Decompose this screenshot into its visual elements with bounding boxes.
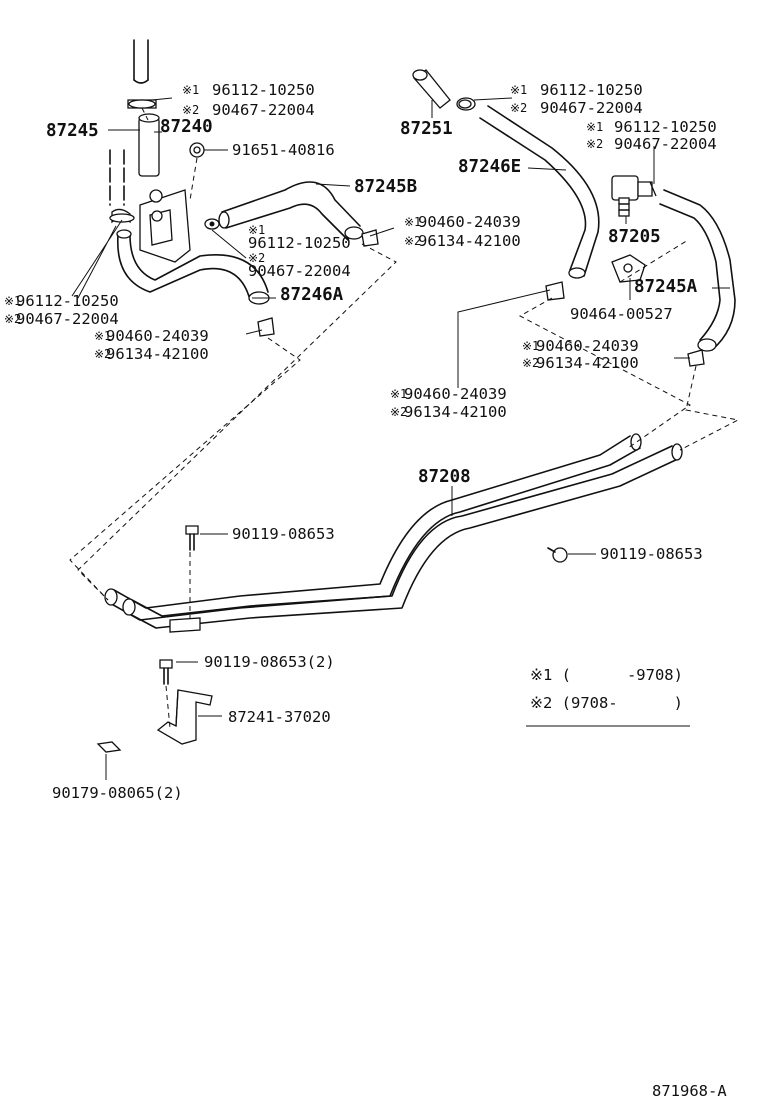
washer-91651 xyxy=(189,142,205,158)
clip-center xyxy=(545,281,565,301)
label-bolt-right: 90119-08653 xyxy=(600,545,703,563)
mark-1: ※1 xyxy=(182,83,199,97)
label-bolt-bracket: 90119-08653(2) xyxy=(204,653,335,671)
label-right-clip-1: 90460-24039 xyxy=(536,337,639,355)
bracket-87241 xyxy=(156,689,213,745)
guide-valve xyxy=(619,239,689,283)
label-87240: 87240 xyxy=(160,117,213,137)
label-87246E: 87246E xyxy=(458,157,521,177)
mark-2: ※2 xyxy=(248,251,265,265)
label-mid-clamp-2: 90467-22004 xyxy=(248,262,351,280)
leader-left-clip xyxy=(245,329,263,335)
mark-1: ※1 xyxy=(510,83,527,97)
guide-top-clamp xyxy=(141,107,149,121)
leader-87246E xyxy=(527,167,567,171)
mark-1: ※1 xyxy=(94,329,111,343)
leader-left-clamp xyxy=(71,219,123,299)
leader-mid-clamp xyxy=(211,229,247,259)
mark-2: ※2 xyxy=(510,101,527,115)
clamp-left-a xyxy=(204,218,220,230)
leader-left-clip-top xyxy=(369,227,395,237)
bolt-90119-bracket xyxy=(159,659,173,685)
label-left-clamp-1: 96112-10250 xyxy=(16,292,119,310)
hose-87246E xyxy=(479,105,600,279)
label-bolt-left: 90119-08653 xyxy=(232,525,335,543)
clip-right xyxy=(687,349,705,367)
legend-row-2: ※2 (9708- ) xyxy=(530,694,683,712)
label-top-left-clamp-1: 96112-10250 xyxy=(212,81,315,99)
label-87245B: 87245B xyxy=(354,177,417,197)
leader-tr-clamp xyxy=(473,97,513,101)
label-left-clip-2: 96134-42100 xyxy=(106,345,209,363)
mark-2: ※2 xyxy=(522,356,539,370)
legend-row-1: ※1 ( -9708) xyxy=(530,666,683,684)
mark-2: ※2 xyxy=(4,312,21,326)
mark-1: ※1 xyxy=(390,387,407,401)
label-bracket: 87241-37020 xyxy=(228,708,331,726)
mark-1: ※1 xyxy=(522,339,539,353)
hose-87245A xyxy=(659,189,736,352)
label-87205: 87205 xyxy=(608,227,661,247)
heater-pipe-bracket xyxy=(139,189,191,263)
label-mid-clamp-1: 96112-10250 xyxy=(248,234,351,252)
label-top-right-clamp-1: 96112-10250 xyxy=(540,81,643,99)
guide-left xyxy=(69,337,301,601)
label-87245: 87245 xyxy=(46,121,99,141)
mark-2: ※2 xyxy=(390,405,407,419)
guide-center xyxy=(518,297,691,449)
hose-87245B xyxy=(218,181,364,241)
bolt-90119-right xyxy=(547,547,568,563)
label-right-clip-2: 96134-42100 xyxy=(536,354,639,372)
clamp-mid-left xyxy=(109,213,135,223)
label-87245A: 87245A xyxy=(634,277,698,297)
leader-center-clip xyxy=(457,289,551,388)
bolt-90119-left xyxy=(185,525,199,551)
label-right-clamp-2: 90467-22004 xyxy=(614,135,717,153)
mark-2: ※2 xyxy=(182,103,199,117)
mark-1: ※1 xyxy=(248,223,265,237)
guide-bracket xyxy=(165,685,171,729)
label-top-left-clamp-2: 90467-22004 xyxy=(212,101,315,119)
mark-2: ※2 xyxy=(404,234,421,248)
label-right-clamp-1: 96112-10250 xyxy=(614,118,717,136)
mark-1: ※1 xyxy=(404,215,421,229)
label-left-clip-1: 90460-24039 xyxy=(106,327,209,345)
label-87246A: 87246A xyxy=(280,285,344,305)
mark-2: ※2 xyxy=(586,137,603,151)
guide-washer xyxy=(189,157,198,201)
label-lower-clip-2: 96134-42100 xyxy=(404,403,507,421)
label-90464: 90464-00527 xyxy=(570,305,673,323)
label-87208: 87208 xyxy=(418,467,471,487)
clamp-top-left xyxy=(128,99,156,109)
hose-87246A xyxy=(116,229,270,305)
mark-1: ※1 xyxy=(586,120,603,134)
clip-left-b xyxy=(257,317,275,337)
label-91651: 91651-40816 xyxy=(232,141,335,159)
valve-bracket-90464 xyxy=(611,254,646,283)
clamp-top-right xyxy=(458,99,472,109)
guide-right xyxy=(679,365,740,451)
label-top-right-clamp-2: 90467-22004 xyxy=(540,99,643,117)
clip-left-a xyxy=(361,229,379,247)
label-left-clip-top-1: 90460-24039 xyxy=(418,213,521,231)
label-left-clip-top-2: 96134-42100 xyxy=(418,232,521,250)
diagram-id: 871968-A xyxy=(652,1082,727,1100)
label-nut: 90179-08065(2) xyxy=(52,784,183,802)
mark-2: ※2 xyxy=(94,347,111,361)
label-87251: 87251 xyxy=(400,119,453,139)
leader-87245B xyxy=(315,183,351,187)
hose-87245 xyxy=(109,149,131,224)
nut-90179 xyxy=(96,741,122,753)
mark-1: ※1 xyxy=(4,294,21,308)
valve-87205 xyxy=(611,175,653,217)
leader-tl-clamp xyxy=(151,97,173,101)
label-left-clamp-2: 90467-22004 xyxy=(16,310,119,328)
guide-left-b xyxy=(77,243,397,601)
clamp-right xyxy=(649,181,657,197)
label-lower-clip-1: 90460-24039 xyxy=(404,385,507,403)
